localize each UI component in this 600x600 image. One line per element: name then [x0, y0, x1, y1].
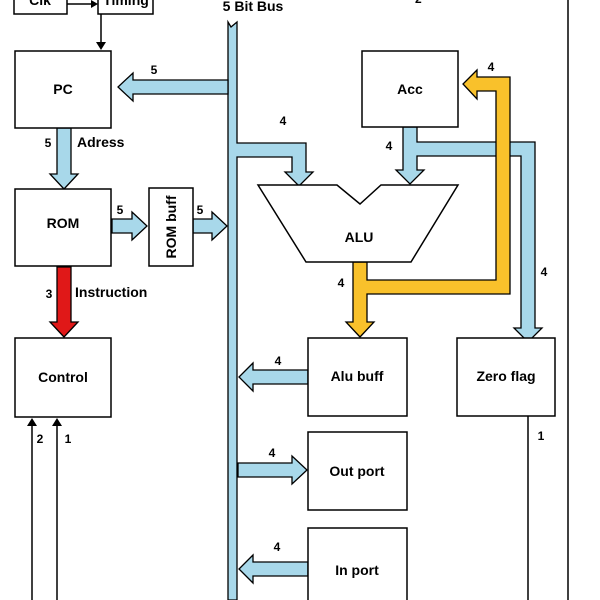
- width-acc-to-alu: 4: [386, 139, 393, 153]
- timing-label: Timing: [103, 0, 149, 8]
- in-port-label: In port: [335, 562, 379, 578]
- arrow-bus-to-pc: [117, 71, 229, 103]
- arrow-pc-to-rom: [48, 127, 80, 190]
- arrow-rombuff-to-bus: [192, 210, 228, 242]
- width-inport-to-bus: 4: [274, 540, 281, 554]
- width-control-in-1: 1: [65, 432, 72, 446]
- control-label: Control: [38, 369, 88, 385]
- control-block: Control: [14, 337, 112, 418]
- rom-label: ROM: [47, 215, 80, 231]
- width-alubuff-to-bus: 4: [275, 354, 282, 368]
- arrow-inport-to-bus: [238, 553, 309, 585]
- width-rom-to-rombuff: 5: [117, 203, 124, 217]
- zero-flag-block: Zero flag: [456, 337, 556, 417]
- arrow-rom-to-rombuff: [111, 210, 148, 242]
- acc-label: Acc: [397, 81, 423, 97]
- out-port-label: Out port: [329, 463, 385, 479]
- clk-label: Clk: [29, 0, 51, 8]
- arrow-bus-to-outport: [237, 454, 308, 486]
- data-bus: [227, 19, 315, 600]
- arrow-alu-to-alubuff-and-acc: [344, 68, 511, 338]
- clk-block: Clk: [13, 0, 68, 15]
- width-bus-to-pc: 5: [151, 63, 158, 77]
- top-right-number: 2: [415, 0, 422, 6]
- alu-buff-label: Alu buff: [331, 368, 384, 384]
- width-bus-to-outport: 4: [269, 446, 276, 460]
- width-rombuff-to-bus: 5: [197, 203, 204, 217]
- pc-block: PC: [14, 50, 112, 129]
- alu-buff-block: Alu buff: [307, 337, 408, 417]
- alu-label: ALU: [345, 229, 374, 245]
- bus-label: 5 Bit Bus: [223, 0, 284, 14]
- width-bus-to-alu: 4: [280, 114, 287, 128]
- rom-buff-label: ROM buff: [163, 195, 179, 258]
- timing-block: Timing: [97, 0, 154, 15]
- wire-clk-to-timing-arrowhead: [91, 0, 98, 8]
- width-control-in-2: 2: [37, 432, 44, 446]
- arrow-rom-to-control: [48, 266, 80, 338]
- zero-flag-label: Zero flag: [476, 368, 535, 384]
- alu-block: ALU: [256, 184, 460, 263]
- wire-timing-to-pc-arrowhead: [96, 42, 106, 50]
- out-port-block: Out port: [307, 431, 408, 511]
- width-alu-to-alubuff: 4: [338, 276, 345, 290]
- wire-control-in-1-arrowhead: [52, 418, 62, 426]
- width-rom-to-control: 3: [46, 287, 53, 301]
- in-port-block: In port: [307, 527, 408, 600]
- width-acc-to-zero: 4: [541, 265, 548, 279]
- instruction-label: Instruction: [75, 284, 147, 300]
- adress-label: Adress: [77, 134, 125, 150]
- rom-block: ROM: [14, 188, 112, 267]
- width-pc-to-rom: 5: [45, 136, 52, 150]
- wire-control-in-2-arrowhead: [27, 418, 37, 426]
- rom-buff-block: ROM buff: [148, 187, 194, 267]
- pc-label: PC: [53, 81, 72, 97]
- arrow-alubuff-to-bus: [238, 361, 309, 393]
- width-zero-flag-out: 1: [538, 429, 545, 443]
- acc-block: Acc: [361, 50, 459, 128]
- width-alu-to-acc: 4: [488, 60, 495, 74]
